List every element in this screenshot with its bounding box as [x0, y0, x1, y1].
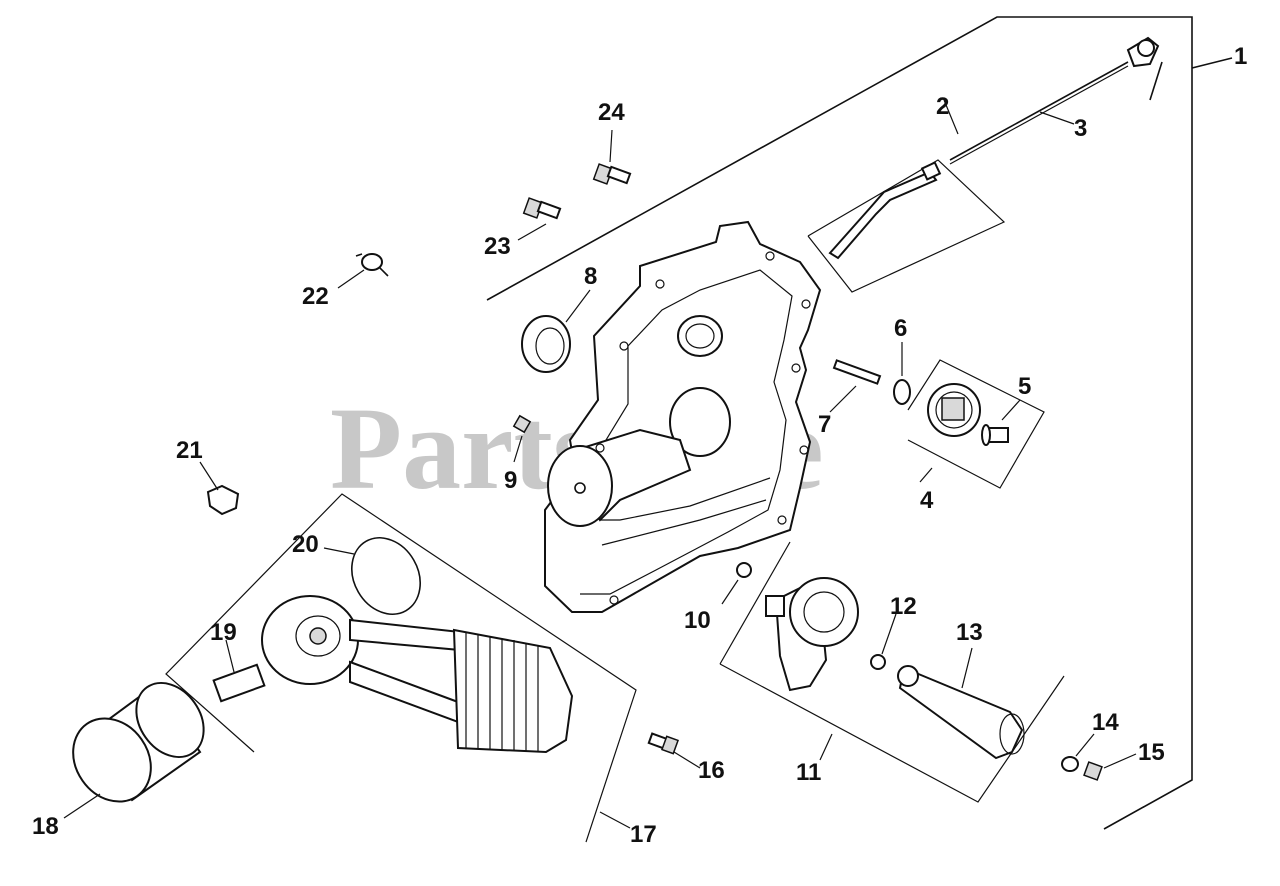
o-ring-12 [870, 613, 897, 670]
callout-9: 9 [504, 467, 517, 494]
callout-19: 19 [210, 619, 237, 646]
callout-8: 8 [584, 263, 597, 290]
callout-4: 4 [920, 487, 934, 514]
nipple-19 [212, 639, 266, 703]
callout-20: 20 [292, 531, 319, 558]
bolt-24 [592, 129, 632, 185]
callout-16: 16 [698, 757, 725, 784]
callout-3: 3 [1074, 115, 1087, 142]
shaft-pin-7 [829, 359, 882, 413]
oil-pickup-13 [897, 647, 1025, 760]
oil-seal-8 [521, 289, 591, 373]
callout-18: 18 [32, 813, 59, 840]
assembly-bracket-1 [486, 16, 1233, 830]
governor-gear-group-4 [907, 359, 1045, 489]
callout-6: 6 [894, 315, 907, 342]
bolt-15 [1083, 753, 1137, 781]
oil-pump-group-11 [719, 541, 1065, 803]
crankcase-cover [544, 220, 822, 613]
sensor-22 [337, 253, 389, 289]
callout-11: 11 [796, 759, 821, 786]
callout-7: 7 [818, 411, 831, 438]
pin-5 [981, 399, 1021, 446]
oil-cooler-group-17 [165, 493, 637, 843]
callout-22: 22 [302, 283, 329, 310]
callout-5: 5 [1018, 373, 1031, 400]
o-ring-10 [721, 562, 752, 605]
callout-1: 1 [1234, 43, 1247, 70]
callout-23: 23 [484, 233, 511, 260]
callout-15: 15 [1138, 739, 1165, 766]
oil-filter-18 [63, 681, 205, 819]
callout-21: 21 [176, 437, 203, 464]
fitting-21 [199, 461, 240, 516]
dipstick-group [807, 36, 1163, 293]
plug-9 [512, 414, 532, 463]
callout-14: 14 [1092, 709, 1119, 736]
washer-6 [893, 342, 911, 405]
cooler-fins [465, 632, 539, 752]
bolt-16 [647, 732, 701, 769]
o-ring-gasket-20 [323, 537, 421, 615]
callout-10: 10 [684, 607, 711, 634]
callout-13: 13 [956, 619, 983, 646]
callout-24: 24 [598, 99, 625, 126]
callout-2: 2 [936, 93, 949, 120]
callout-17: 17 [630, 821, 657, 848]
callout-12: 12 [890, 593, 917, 620]
washer-14 [1061, 733, 1095, 772]
callout-labels: 1 2 3 4 5 6 7 8 9 10 11 12 13 14 15 16 1… [32, 43, 1247, 848]
bolt-23 [517, 197, 562, 241]
